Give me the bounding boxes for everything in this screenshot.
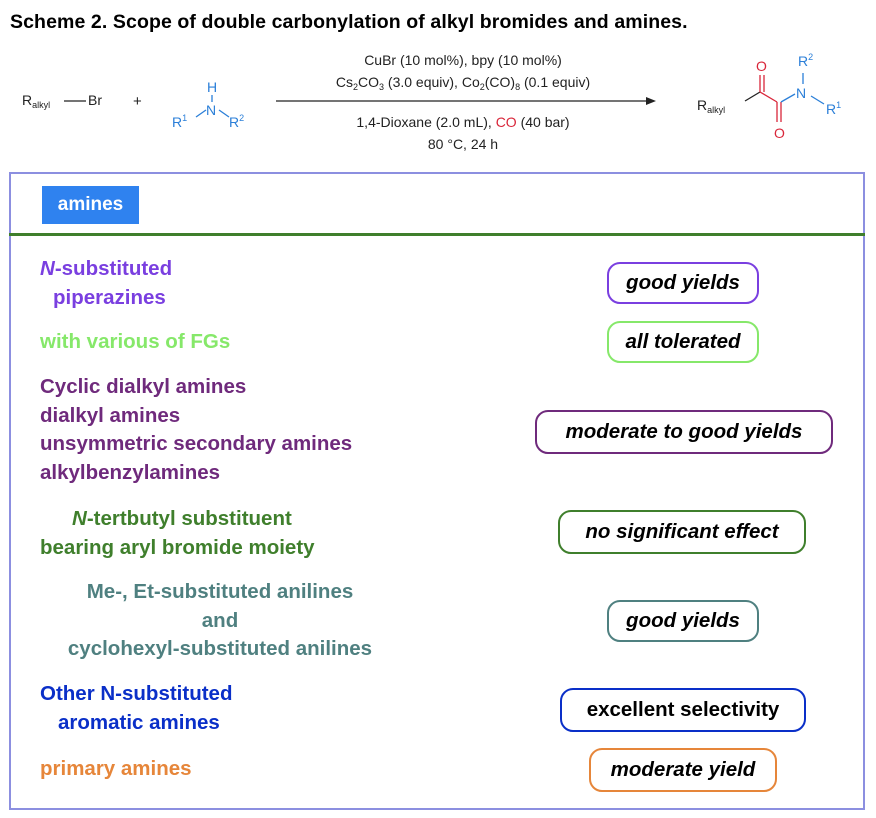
row-label-line: piperazines <box>53 285 166 309</box>
row-label-line: Other N-substituted <box>40 682 233 705</box>
amines-tag: amines <box>42 186 139 224</box>
row-label-line: N-substituted <box>40 257 173 280</box>
conditions: CuBr (10 mol%), bpy (10 mol%) Cs2CO3 (3.… <box>276 52 656 152</box>
amine-structure: H N R1 R2 <box>172 79 244 130</box>
row-label-aromatic: Other N-substituted aromatic amines <box>40 680 232 737</box>
svg-text:Ralkyl: Ralkyl <box>697 97 725 115</box>
product-n: N <box>796 85 806 101</box>
row-label-line: cyclohexyl-substituted anilines <box>67 637 373 660</box>
row-label-line: bearing aryl bromide moiety <box>40 535 315 559</box>
svg-text:R2: R2 <box>229 113 244 130</box>
row-label-primary: primary amines <box>40 755 192 784</box>
svg-text:R1: R1 <box>172 113 187 130</box>
arrow-head <box>646 97 656 105</box>
svg-text:R2: R2 <box>798 52 813 69</box>
row-label-tertbutyl: N-tertbutyl substituent bearing aryl bro… <box>40 505 315 562</box>
result-pill-moderate-good: moderate to good yields <box>535 410 833 454</box>
bromide-label: Br <box>88 92 102 108</box>
product-o1: O <box>756 58 767 74</box>
row-label-line: alkylbenzylamines <box>40 460 221 484</box>
result-pill-all-tolerated: all tolerated <box>607 321 759 363</box>
svg-text:Ralkyl: Ralkyl <box>22 92 50 110</box>
product-structure: Ralkyl O O N R2 R1 <box>697 52 841 141</box>
row-label-line: dialkyl amines <box>40 403 181 427</box>
row-label-line: and <box>201 608 239 632</box>
product-o2: O <box>774 125 785 141</box>
row-label-line: with various of FGs <box>40 330 231 353</box>
conditions-line4: 80 °C, 24 h <box>428 136 498 152</box>
row-label-fgs: with various of FGs <box>40 328 230 357</box>
alkyl-bromide: Ralkyl Br <box>22 92 102 110</box>
scope-panel <box>9 172 865 810</box>
row-label-line: primary amines <box>40 757 192 780</box>
result-pill-good-yields: good yields <box>607 262 759 304</box>
result-pill-no-effect: no significant effect <box>558 510 806 554</box>
amine-n: N <box>206 102 216 118</box>
amine-r1-sup: 1 <box>182 113 187 123</box>
conditions-line3: 1,4-Dioxane (2.0 mL), CO (40 bar) <box>356 114 569 130</box>
co-label: CO <box>496 114 517 130</box>
header-divider <box>9 233 865 236</box>
row-label-line: Cyclic dialkyl amines <box>40 375 247 398</box>
row-label-dialkyl: Cyclic dialkyl amines dialkyl amines uns… <box>40 373 352 487</box>
row-label-line: aromatic amines <box>58 710 220 734</box>
svg-text:R1: R1 <box>826 100 841 117</box>
result-pill-excellent-selectivity: excellent selectivity <box>560 688 806 732</box>
amine-r2-sup: 2 <box>239 113 244 123</box>
row-label-line: Me-, Et-substituted anilines <box>86 580 354 603</box>
amine-h: H <box>207 79 217 95</box>
amine-r2: R <box>229 114 239 130</box>
r-alkyl-sub: alkyl <box>32 100 50 110</box>
row-label-line: unsymmetric secondary amines <box>40 432 353 455</box>
amine-r1: R <box>172 114 182 130</box>
r-alkyl-r: R <box>22 92 32 108</box>
conditions-line2: Cs2CO3 (3.0 equiv), Co2(CO)8 (0.1 equiv) <box>336 74 590 92</box>
row-label-anilines: Me-, Et-substituted anilines and cyclohe… <box>40 578 400 664</box>
conditions-line1: CuBr (10 mol%), bpy (10 mol%) <box>364 52 562 68</box>
row-label-piperazines: N-substituted piperazines <box>40 255 172 312</box>
reaction-scheme: Ralkyl Br + H N R1 R2 CuBr (10 mol%), bp… <box>22 52 841 152</box>
scheme-title: Scheme 2. Scope of double carbonylation … <box>10 11 688 33</box>
result-pill-good-yields-2: good yields <box>607 600 759 642</box>
row-label-line: N-tertbutyl substituent <box>72 507 292 530</box>
result-pill-moderate-yield: moderate yield <box>589 748 777 792</box>
plus-sign: + <box>133 93 142 110</box>
